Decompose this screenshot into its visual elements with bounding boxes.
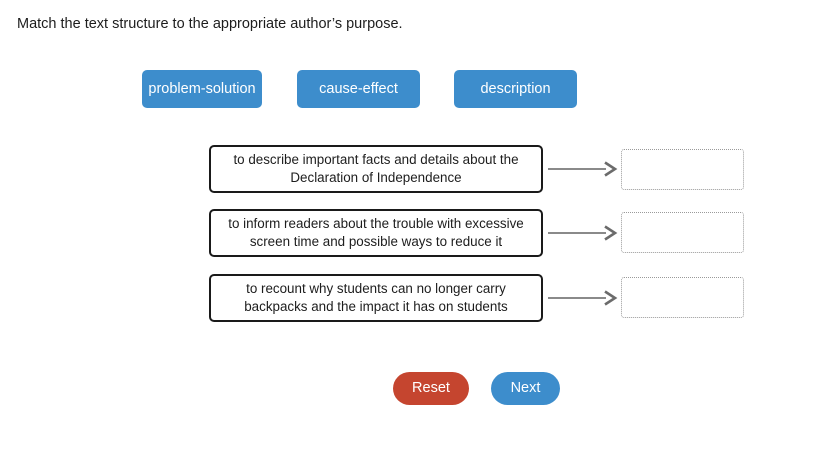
match-row: to inform readers about the trouble with… (0, 209, 825, 261)
draggable-option-cause-effect[interactable]: cause-effect (297, 70, 420, 108)
next-button[interactable]: Next (491, 372, 560, 405)
arrow-right-icon (548, 225, 618, 241)
prompt-text: to inform readers about the trouble with… (228, 216, 524, 249)
match-row: to recount why students can no longer ca… (0, 273, 825, 325)
arrow-right-icon (548, 290, 618, 306)
prompt-text: to recount why students can no longer ca… (244, 281, 508, 314)
prompt-box: to recount why students can no longer ca… (209, 274, 543, 322)
draggable-options-tray: problem-solution cause-effect descriptio… (0, 70, 825, 110)
draggable-option-problem-solution[interactable]: problem-solution (142, 70, 262, 108)
footer-actions: Reset Next (0, 372, 825, 406)
arrow-right-icon (548, 161, 618, 177)
drop-zone[interactable] (621, 149, 744, 190)
instruction-text: Match the text structure to the appropri… (17, 16, 403, 32)
prompt-box: to describe important facts and details … (209, 145, 543, 193)
match-row: to describe important facts and details … (0, 145, 825, 197)
draggable-option-description[interactable]: description (454, 70, 577, 108)
prompt-box: to inform readers about the trouble with… (209, 209, 543, 257)
drop-zone[interactable] (621, 277, 744, 318)
reset-button[interactable]: Reset (393, 372, 469, 405)
drop-zone[interactable] (621, 212, 744, 253)
prompt-text: to describe important facts and details … (233, 152, 519, 185)
